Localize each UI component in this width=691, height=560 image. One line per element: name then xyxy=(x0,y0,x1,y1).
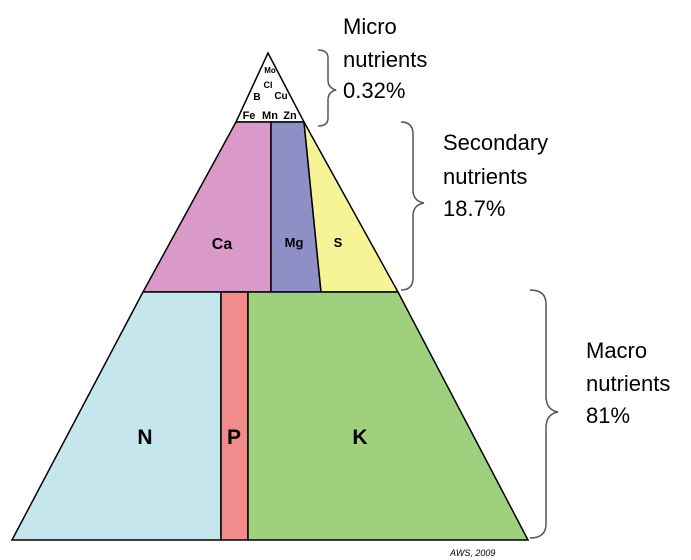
micro-label-line2: nutrients xyxy=(343,47,427,72)
macro-label-line2: nutrients xyxy=(586,371,670,396)
micro-bracket xyxy=(317,49,337,127)
macro-p-segment xyxy=(220,291,249,541)
element-cl: Cl xyxy=(264,80,273,90)
macro-percent: 81% xyxy=(586,403,630,428)
element-mg: Mg xyxy=(285,235,304,250)
element-fe: Fe xyxy=(243,110,256,122)
micro-label-line1: Micro xyxy=(343,14,397,39)
micro-percent: 0.32% xyxy=(343,78,405,103)
element-ca: Ca xyxy=(212,236,233,253)
element-mn: Mn xyxy=(262,110,278,122)
secondary-label-line2: nutrients xyxy=(443,164,527,189)
element-s: S xyxy=(334,235,343,250)
element-k: K xyxy=(352,426,367,449)
element-n: N xyxy=(137,426,152,449)
element-b: B xyxy=(253,92,260,103)
secondary-ca-segment xyxy=(141,121,272,293)
element-cu: Cu xyxy=(274,91,287,102)
secondary-bracket xyxy=(400,121,425,291)
macro-bracket xyxy=(529,289,559,539)
secondary-label-line1: Secondary xyxy=(443,130,548,155)
secondary-percent: 18.7% xyxy=(443,196,505,221)
element-mo: Mo xyxy=(264,66,276,75)
source-credit: AWS, 2009 xyxy=(449,548,495,558)
element-zn: Zn xyxy=(283,110,297,122)
macro-label-line1: Macro xyxy=(586,338,647,363)
macro-k-segment xyxy=(247,291,530,541)
macro-n-segment xyxy=(10,291,222,541)
element-p: P xyxy=(227,426,241,449)
secondary-s-segment xyxy=(303,121,400,293)
